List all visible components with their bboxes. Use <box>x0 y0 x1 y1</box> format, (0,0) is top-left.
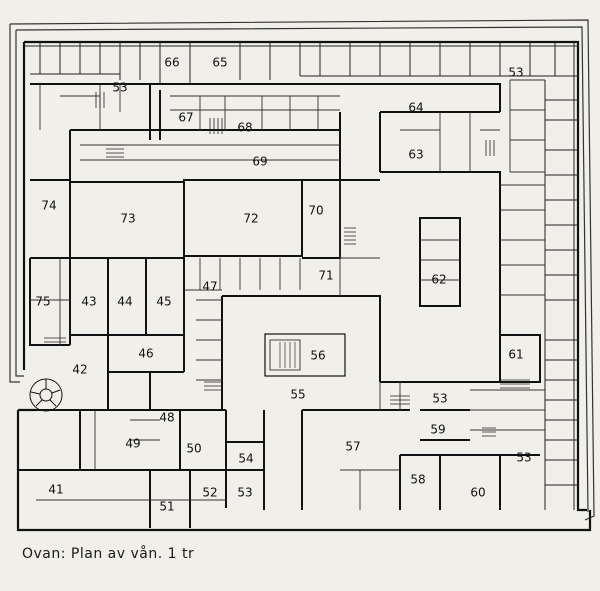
room-label: 41 <box>48 483 63 497</box>
room-labels: 66 65 53 53 64 67 68 63 69 74 73 72 70 6… <box>35 56 531 514</box>
stairwell-56 <box>264 333 346 377</box>
room-label: 63 <box>408 148 423 162</box>
room-label: 56 <box>310 349 325 363</box>
room-label: 67 <box>178 111 193 125</box>
room-label: 73 <box>120 212 135 226</box>
room-label: 43 <box>81 295 96 309</box>
room-label: 45 <box>156 295 171 309</box>
room-label: 53 <box>516 451 531 465</box>
room-label: 66 <box>164 56 179 70</box>
room-label: 69 <box>252 155 267 169</box>
room-label: 57 <box>345 440 360 454</box>
room-label: 55 <box>290 388 305 402</box>
room-label: 72 <box>243 212 258 226</box>
minor-partitions <box>30 79 545 510</box>
room-label: 47 <box>202 280 217 294</box>
east-window-bays <box>544 42 578 510</box>
room-label: 48 <box>159 411 174 425</box>
room-label: 65 <box>212 56 227 70</box>
room-label: 59 <box>430 423 445 437</box>
room-label: 74 <box>41 199 56 213</box>
room-label: 50 <box>186 442 201 456</box>
room-label: 58 <box>410 473 425 487</box>
room-label: 51 <box>159 500 174 514</box>
room-label: 46 <box>138 347 153 361</box>
room-label: 62 <box>431 273 446 287</box>
room-label: 53 <box>508 66 523 80</box>
room-label: 49 <box>125 437 140 451</box>
spiral-stair <box>29 378 63 412</box>
room-label: 44 <box>117 295 132 309</box>
room-label: 75 <box>35 295 50 309</box>
room-label: 53 <box>432 392 447 406</box>
room-label: 71 <box>318 269 333 283</box>
room-label: 68 <box>237 121 252 135</box>
room-label: 53 <box>112 81 127 95</box>
room-label: 64 <box>408 101 423 115</box>
room-label: 61 <box>508 348 523 362</box>
room-label: 42 <box>72 363 87 377</box>
room-label: 60 <box>470 486 485 500</box>
interior-walls <box>18 83 541 528</box>
plan-caption: Ovan: Plan av vån. 1 tr <box>22 546 195 562</box>
exterior-walls <box>16 40 592 532</box>
room-label: 70 <box>308 204 323 218</box>
room-label: 53 <box>237 486 252 500</box>
north-window-bays <box>24 42 578 84</box>
stair-hatching <box>44 92 530 437</box>
room-label: 54 <box>238 452 253 466</box>
room-label: 52 <box>202 486 217 500</box>
